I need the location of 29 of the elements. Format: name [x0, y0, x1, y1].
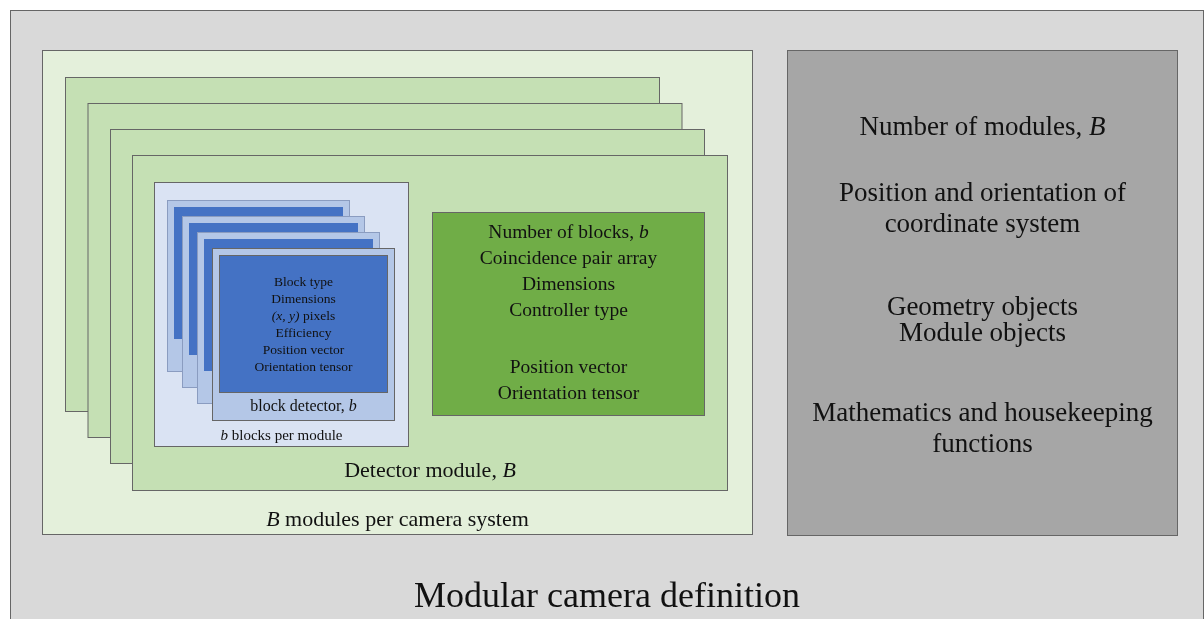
property-text: Position vector — [261, 342, 346, 358]
panel-caption: B modules per camera system — [265, 506, 530, 532]
panel-caption: b blocks per module — [219, 427, 344, 445]
property-text: Block type — [273, 274, 334, 290]
property-text: Coincidence pair array — [478, 247, 659, 270]
property-text: Dimensions — [520, 273, 617, 296]
property-text: (x, y) pixels — [270, 308, 337, 324]
property-text: Number of blocks, b — [487, 221, 650, 244]
panel-caption: Detector module, B — [343, 457, 517, 483]
blocks-panel — [154, 182, 409, 447]
camera-system-panel — [42, 50, 753, 535]
outer-panel — [10, 10, 1204, 619]
panel-title: Modular camera definition — [413, 575, 801, 617]
property-text: Efficiency — [274, 325, 333, 341]
property-text: Orientation tensor — [496, 382, 641, 405]
property-text: Orientation tensor — [253, 359, 354, 375]
property-text: Position vector — [508, 356, 629, 379]
property-text: Dimensions — [270, 291, 337, 307]
camera-properties-box — [787, 50, 1178, 536]
detector-module-card — [132, 155, 728, 491]
property-text: Geometry objects — [885, 291, 1080, 322]
block-properties-box — [219, 255, 388, 393]
property-text: Controller type — [508, 299, 629, 322]
property-text: Number of modules, B — [858, 111, 1107, 143]
module-properties-box — [432, 212, 705, 416]
property-text: Mathematics and housekeeping functions — [811, 397, 1154, 460]
card-caption: block detector, b — [249, 397, 358, 416]
property-text: Position and orientation of coordinate system — [837, 177, 1128, 240]
block-detector-card — [212, 248, 395, 421]
